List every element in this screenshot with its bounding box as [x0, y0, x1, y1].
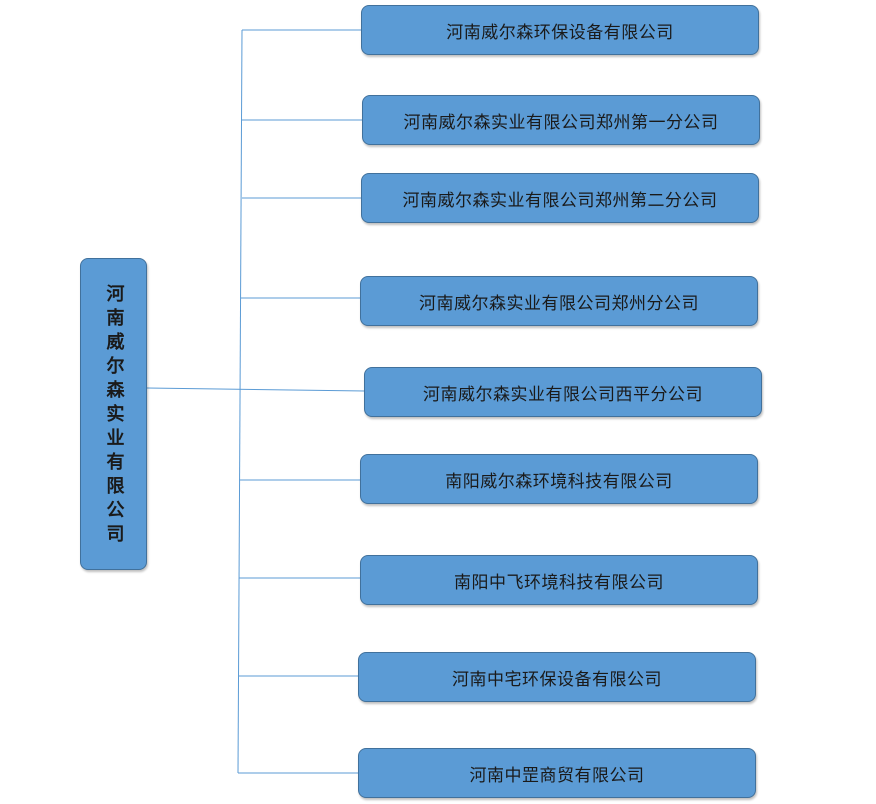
child-node-5: 河南威尔森实业有限公司西平分公司: [364, 367, 762, 417]
root-connector: [146, 387, 366, 392]
child-node-label: 河南中罡商贸有限公司: [469, 765, 645, 786]
child-node-label: 河南威尔森实业有限公司郑州第二分公司: [402, 190, 718, 211]
child-node-label: 河南中宅环保设备有限公司: [452, 669, 662, 690]
child-node-label: 河南威尔森实业有限公司郑州分公司: [419, 293, 699, 314]
child-node-label: 河南威尔森实业有限公司西平分公司: [423, 384, 703, 405]
child-node-7: 南阳中飞环境科技有限公司: [360, 555, 758, 605]
child-node-label: 河南威尔森实业有限公司郑州第一分公司: [403, 112, 719, 133]
child-node-1: 河南威尔森环保设备有限公司: [361, 5, 759, 55]
child-node-3: 河南威尔森实业有限公司郑州第二分公司: [361, 173, 759, 223]
child-node-9: 河南中罡商贸有限公司: [358, 748, 756, 798]
child-node-2: 河南威尔森实业有限公司郑州第一分公司: [362, 95, 760, 145]
trunk-line: [237, 29, 243, 774]
child-node-8: 河南中宅环保设备有限公司: [358, 652, 756, 702]
root-node-label: 河南威尔森实业有限公司: [103, 284, 125, 548]
child-node-label: 南阳威尔森环境科技有限公司: [445, 471, 673, 492]
root-node: 河南威尔森实业有限公司: [80, 258, 147, 570]
child-node-6: 南阳威尔森环境科技有限公司: [360, 454, 758, 504]
child-node-label: 南阳中飞环境科技有限公司: [454, 572, 664, 593]
child-node-4: 河南威尔森实业有限公司郑州分公司: [360, 276, 758, 326]
child-node-label: 河南威尔森环保设备有限公司: [446, 22, 674, 43]
